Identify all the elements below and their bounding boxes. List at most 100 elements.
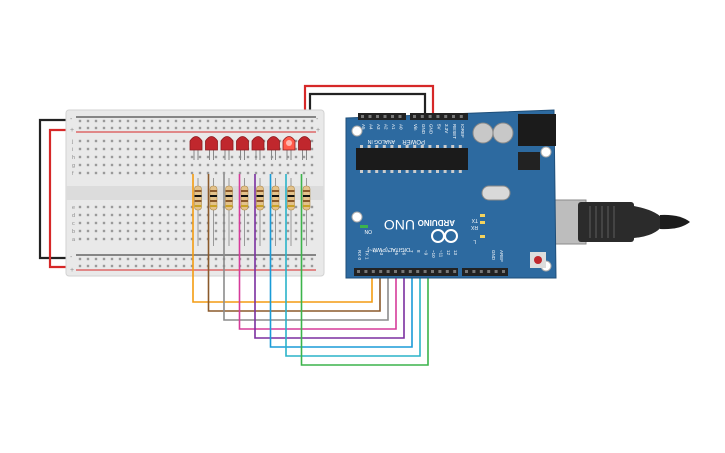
breadboard-hole[interactable]	[110, 229, 114, 233]
breadboard-hole[interactable]	[142, 205, 146, 209]
breadboard-hole[interactable]	[110, 139, 114, 143]
breadboard-hole[interactable]	[86, 126, 90, 130]
breadboard-hole[interactable]	[78, 257, 82, 261]
breadboard-hole[interactable]	[118, 139, 122, 143]
breadboard-hole[interactable]	[294, 229, 298, 233]
breadboard-hole[interactable]	[206, 126, 210, 130]
breadboard-hole[interactable]	[214, 163, 218, 167]
header-pin[interactable]	[444, 115, 448, 118]
breadboard-hole[interactable]	[110, 213, 114, 217]
header-pin[interactable]	[423, 270, 427, 273]
breadboard-hole[interactable]	[174, 221, 178, 225]
breadboard-hole[interactable]	[230, 221, 234, 225]
header-pin[interactable]	[472, 270, 476, 273]
breadboard-hole[interactable]	[286, 155, 290, 159]
breadboard-hole[interactable]	[294, 221, 298, 225]
breadboard-hole[interactable]	[310, 237, 314, 241]
breadboard-hole[interactable]	[78, 155, 82, 159]
breadboard-hole[interactable]	[94, 237, 98, 241]
breadboard-hole[interactable]	[294, 213, 298, 217]
breadboard-hole[interactable]	[310, 205, 314, 209]
breadboard-hole[interactable]	[270, 213, 274, 217]
breadboard-hole[interactable]	[310, 126, 314, 130]
breadboard-hole[interactable]	[206, 163, 210, 167]
breadboard-hole[interactable]	[150, 237, 154, 241]
breadboard-hole[interactable]	[110, 221, 114, 225]
breadboard-hole[interactable]	[182, 155, 186, 159]
breadboard-hole[interactable]	[174, 139, 178, 143]
breadboard-hole[interactable]	[118, 126, 122, 130]
breadboard-hole[interactable]	[94, 126, 98, 130]
breadboard-hole[interactable]	[174, 229, 178, 233]
breadboard-hole[interactable]	[278, 139, 282, 143]
led[interactable]	[267, 136, 280, 161]
breadboard-hole[interactable]	[246, 213, 250, 217]
breadboard-hole[interactable]	[102, 119, 106, 123]
breadboard-hole[interactable]	[150, 139, 154, 143]
breadboard-hole[interactable]	[262, 119, 266, 123]
breadboard-hole[interactable]	[94, 205, 98, 209]
breadboard-hole[interactable]	[238, 163, 242, 167]
breadboard-hole[interactable]	[182, 221, 186, 225]
breadboard-hole[interactable]	[166, 163, 170, 167]
breadboard-hole[interactable]	[102, 147, 106, 151]
breadboard-hole[interactable]	[174, 147, 178, 151]
breadboard-hole[interactable]	[126, 257, 130, 261]
led[interactable]	[205, 136, 218, 161]
breadboard-hole[interactable]	[278, 155, 282, 159]
breadboard-hole[interactable]	[134, 221, 138, 225]
breadboard-hole[interactable]	[118, 205, 122, 209]
breadboard-hole[interactable]	[174, 171, 178, 175]
header-pin[interactable]	[398, 115, 402, 118]
breadboard-hole[interactable]	[214, 237, 218, 241]
breadboard-hole[interactable]	[286, 163, 290, 167]
header-pin[interactable]	[394, 270, 397, 273]
breadboard-hole[interactable]	[86, 155, 90, 159]
breadboard-hole[interactable]	[174, 119, 178, 123]
breadboard-hole[interactable]	[294, 147, 298, 151]
breadboard-hole[interactable]	[190, 126, 194, 130]
breadboard-hole[interactable]	[190, 205, 194, 209]
breadboard-hole[interactable]	[78, 221, 82, 225]
breadboard-hole[interactable]	[102, 213, 106, 217]
breadboard-hole[interactable]	[198, 126, 202, 130]
breadboard-hole[interactable]	[118, 147, 122, 151]
breadboard-hole[interactable]	[254, 213, 258, 217]
breadboard-hole[interactable]	[150, 257, 154, 261]
resistor[interactable]	[287, 178, 295, 246]
breadboard-hole[interactable]	[246, 163, 250, 167]
breadboard-hole[interactable]	[134, 171, 138, 175]
breadboard-hole[interactable]	[86, 147, 90, 151]
breadboard-hole[interactable]	[294, 205, 298, 209]
breadboard-hole[interactable]	[230, 213, 234, 217]
signal-wire[interactable]	[207, 174, 381, 312]
breadboard-hole[interactable]	[142, 229, 146, 233]
breadboard-hole[interactable]	[166, 264, 170, 268]
breadboard-hole[interactable]	[158, 213, 162, 217]
breadboard-hole[interactable]	[198, 229, 202, 233]
breadboard-hole[interactable]	[110, 171, 114, 175]
breadboard-hole[interactable]	[102, 264, 106, 268]
breadboard-hole[interactable]	[86, 205, 90, 209]
breadboard-hole[interactable]	[174, 213, 178, 217]
breadboard-hole[interactable]	[286, 126, 290, 130]
breadboard-hole[interactable]	[118, 213, 122, 217]
breadboard-hole[interactable]	[206, 155, 210, 159]
breadboard-hole[interactable]	[166, 257, 170, 261]
breadboard-hole[interactable]	[102, 257, 106, 261]
breadboard-hole[interactable]	[262, 171, 266, 175]
signal-wire[interactable]	[269, 174, 413, 348]
breadboard-hole[interactable]	[94, 155, 98, 159]
breadboard-hole[interactable]	[94, 119, 98, 123]
breadboard-hole[interactable]	[262, 126, 266, 130]
breadboard-hole[interactable]	[198, 155, 202, 159]
breadboard-hole[interactable]	[262, 264, 266, 268]
breadboard-hole[interactable]	[110, 155, 114, 159]
resistor[interactable]	[302, 178, 311, 246]
breadboard-hole[interactable]	[246, 119, 250, 123]
breadboard-hole[interactable]	[270, 264, 274, 268]
breadboard-hole[interactable]	[94, 229, 98, 233]
breadboard-hole[interactable]	[102, 155, 106, 159]
breadboard-hole[interactable]	[286, 221, 290, 225]
breadboard-hole[interactable]	[254, 171, 258, 175]
